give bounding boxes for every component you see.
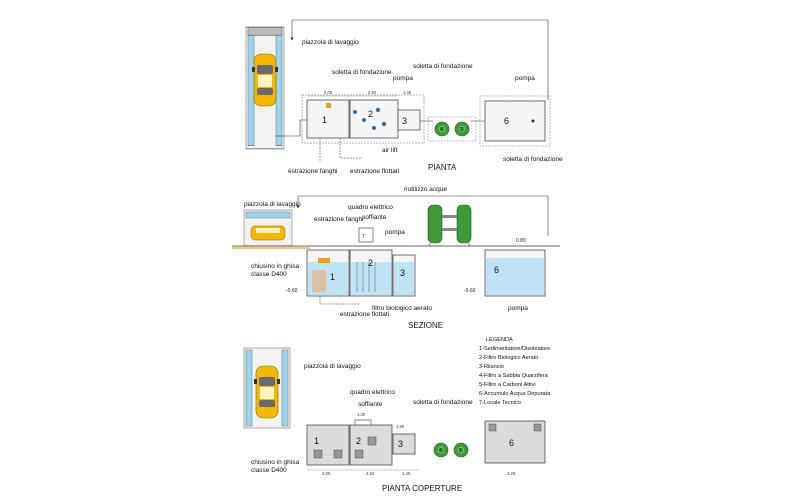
section-title: SEZIONE [408,321,443,330]
roof-num-1: 1 [314,436,319,446]
pump-label-right: pompa [515,75,535,82]
legend-item-5: 5-Filtro a Carboni Attivi [479,382,536,388]
section-num-6: 6 [494,265,499,275]
plan-num-5: 5 [460,127,463,133]
plan-num-4: 4 [440,127,443,133]
section-num-3: 3 [400,268,405,278]
roof-dim-6: 1.50 [396,424,405,429]
legend-item-4: 4-Filtro a Sabbia Quarzifera [479,373,549,379]
roof-view: piazzola di lavaggio quadro elettrico so… [243,347,546,493]
plan-num-6: 6 [504,116,509,126]
panel-label: quadro elettrico [348,204,393,211]
plan-dim-2: 2.50 [368,90,377,95]
roof-dim-3: 1.40 [402,471,411,476]
roof-num-6: 6 [509,438,514,448]
cover-label-2: classe D400 [251,271,287,278]
level-tank: 0.80 [516,238,526,244]
legend-item-2: 2-Filtro Biologico Aerato [479,355,538,361]
washing-area-label-section: piazzola di lavaggio [244,201,301,208]
cover-label-1: chiusino in ghisa [251,263,299,270]
roof-dim-2: 2.50 [366,471,375,476]
plan-num-3: 3 [402,116,407,126]
washing-area-section [243,209,293,247]
legend-item-6: 6-Accumulo Acqua Depurata [479,391,551,397]
legend-item-1: 1-Sedimentatore/Disoleatore [479,346,550,352]
pump-label-mid: pompa [393,75,413,82]
tank-6-plan [484,100,546,142]
legend: LEGENDA 1-Sedimentatore/Disoleatore 2-Fi… [479,337,551,406]
slab-label-top: soletta di fondazione [332,69,392,76]
float-label-section: estrazione flottati [340,311,389,318]
roof-title: PIANTA COPERTURE [382,484,462,493]
float-label: estrazione flottati [350,168,399,175]
pump-label-section-2: pompa [508,305,528,312]
reuse-label: riutilizzo acque [404,186,447,193]
roof-dim-5: 1.30 [357,412,366,417]
pump-label-section: pompa [385,229,405,236]
slab-label-mid: soletta di fondazione [413,63,473,70]
plan-view: piazzola di lavaggio soletta di fondazio… [245,19,563,175]
technical-room-section [358,227,374,243]
roof-num-3: 3 [398,439,403,449]
tank-1-roof [306,424,350,466]
blower-label: soffiante [362,214,387,221]
tank-3-plan [397,109,421,131]
slab-label-right: soletta di fondazione [503,156,563,163]
tank-3-roof [392,433,416,455]
washing-area-label-roof: piazzola di lavaggio [304,363,361,370]
section-num-1: 1 [330,272,335,282]
section-num-7: 7 [362,234,365,240]
section-num-2: 2 [368,258,373,268]
air-lift-label: air lift [382,147,398,154]
blower-label-roof: soffiante [358,401,383,408]
washing-area-label: piazzola di lavaggio [302,39,359,46]
legend-title: LEGENDA [486,337,513,343]
sludge-label-section: estrazione fanghi [314,216,364,223]
plan-num-2: 2 [368,109,373,119]
level-right: -0.60 [464,288,476,294]
roof-num-5: 5 [459,448,462,454]
plan-num-1: 1 [322,115,327,125]
filter-label: filtro biologico aerato [372,305,432,312]
roof-num-4: 4 [439,448,442,454]
foundation-slab-plan [301,94,425,144]
level-left: -0.60 [286,288,298,294]
legend-item-3: 3-Rilancio [479,364,504,370]
roof-dim-1: 2.00 [322,471,331,476]
plan-dim-1: 2.00 [324,90,333,95]
panel-label-roof: quadro elettrico [350,389,395,396]
slab-label-roof: soletta di fondazione [413,399,473,406]
sludge-label: estrazione fanghi [288,168,338,175]
tank-2-plan [349,99,399,139]
roof-num-2: 2 [356,436,361,446]
washing-area-roof [243,347,291,429]
plan-title: PIANTA [428,163,457,172]
cover-label-roof-2: classe D400 [251,467,287,474]
plan-dim-3: 1.40 [403,90,412,95]
section-view: riutilizzo acque piazzola di lavaggio 7 … [232,186,560,330]
filters-section [427,204,472,246]
roof-dim-4: 3.20 [507,471,516,476]
legend-item-7: 7-Locale Tecnico [479,400,521,406]
cover-label-roof-1: chiusino in ghisa [251,459,299,466]
washing-area-plan [245,26,285,150]
